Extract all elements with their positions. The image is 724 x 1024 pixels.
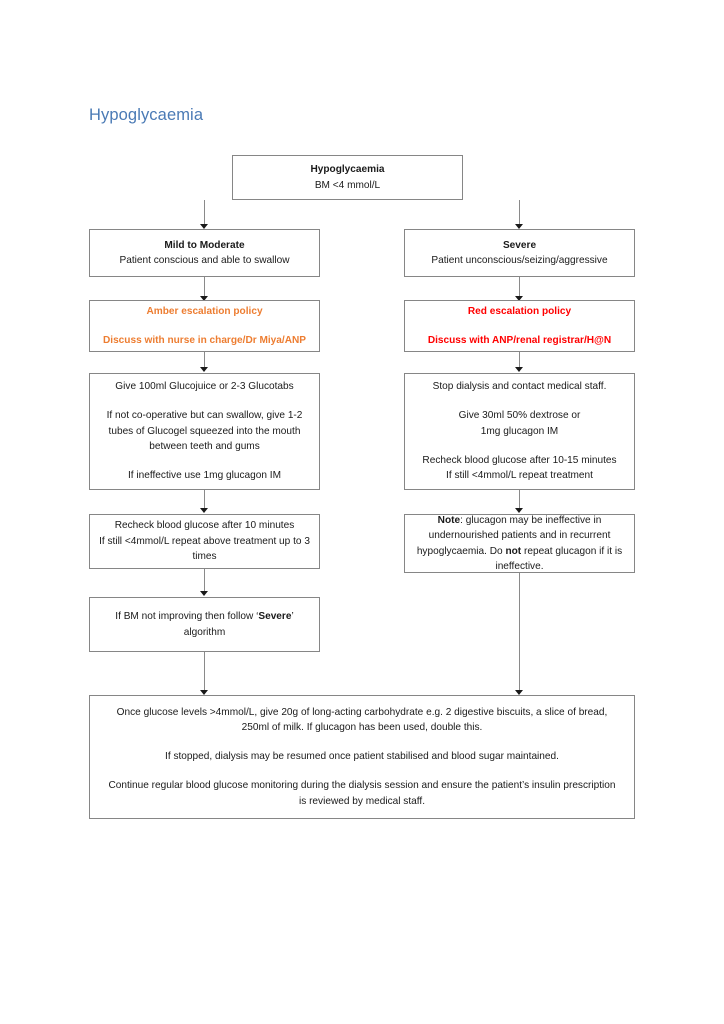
node-start-subtext: BM <4 mmol/L <box>314 179 381 191</box>
arrowhead-start-to-right <box>515 224 523 229</box>
arrowhead-right-note-to-final <box>515 690 523 695</box>
node-right-note-bold: not <box>505 545 522 557</box>
node-right-treatment-line2a: Give 30ml 50% dextrose or <box>458 410 581 422</box>
arrowhead-right-escalation-to-treatment <box>515 367 523 372</box>
node-left-header-heading: Mild to Moderate <box>164 239 245 251</box>
node-left-header: Mild to Moderate Patient conscious and a… <box>89 229 320 277</box>
arrowhead-left-header-to-escalation <box>200 296 208 301</box>
node-left-escalation-line2: Discuss with nurse in charge/Dr Miya/ANP <box>102 334 307 346</box>
node-right-treatment-line3a: Recheck blood glucose after 10-15 minute… <box>422 454 617 466</box>
arrowhead-left-treatment-to-recheck <box>200 508 208 513</box>
node-start-heading: Hypoglycaemia <box>310 164 385 176</box>
arrowhead-right-header-to-escalation <box>515 296 523 301</box>
node-left-escalation-line1: Amber escalation policy <box>146 305 263 317</box>
node-left-treatment: Give 100ml Glucojuice or 2-3 Glucotabs I… <box>89 373 320 490</box>
node-final: Once glucose levels >4mmol/L, give 20g o… <box>89 695 635 819</box>
node-right-header-heading: Severe <box>502 239 537 251</box>
arrowhead-right-treatment-to-note <box>515 508 523 513</box>
node-left-escalation: Amber escalation policy Discuss with nur… <box>89 300 320 352</box>
node-right-note-label: Note <box>437 514 461 526</box>
node-left-recheck: Recheck blood glucose after 10 minutes I… <box>89 514 320 569</box>
node-right-header: Severe Patient unconscious/seizing/aggre… <box>404 229 635 277</box>
node-right-note-part2: repeat glucagon if it is ineffective. <box>495 545 623 572</box>
node-left-fallback-text: If BM not improving then follow ‘Severe’… <box>97 609 312 640</box>
node-final-paragraph2: If stopped, dialysis may be resumed once… <box>165 751 559 763</box>
node-right-escalation: Red escalation policy Discuss with ANP/r… <box>404 300 635 352</box>
node-left-treatment-line1: Give 100ml Glucojuice or 2-3 Glucotabs <box>115 381 294 393</box>
node-left-recheck-line1: Recheck blood glucose after 10 minutes <box>114 520 295 532</box>
arrowhead-start-to-left <box>200 224 208 229</box>
node-final-paragraph3: Continue regular blood glucose monitorin… <box>108 780 616 807</box>
node-left-fallback-bold: Severe <box>258 611 292 623</box>
node-left-treatment-line3: If ineffective use 1mg glucagon IM <box>128 470 281 482</box>
node-left-fallback: If BM not improving then follow ‘Severe’… <box>89 597 320 652</box>
node-left-fallback-suffix: ’ algorithm <box>183 611 294 638</box>
connector-start-to-right <box>519 200 520 226</box>
page-title: Hypoglycaemia <box>89 106 204 124</box>
node-right-treatment: Stop dialysis and contact medical staff.… <box>404 373 635 490</box>
node-right-treatment-line1: Stop dialysis and contact medical staff. <box>432 381 607 393</box>
node-start: Hypoglycaemia BM <4 mmol/L <box>232 155 463 200</box>
node-left-recheck-line2: If still <4mmol/L repeat above treatment… <box>99 535 310 563</box>
node-final-paragraph1: Once glucose levels >4mmol/L, give 20g o… <box>116 706 608 734</box>
node-right-header-subtext: Patient unconscious/seizing/aggressive <box>431 255 608 266</box>
connector-left-header-to-escalation <box>204 277 205 298</box>
node-right-treatment-line3b: If still <4mmol/L repeat treatment <box>446 470 593 482</box>
node-left-fallback-prefix: If BM not improving then follow ‘ <box>115 611 259 623</box>
node-left-treatment-line2: If not co-operative but can swallow, giv… <box>106 410 303 453</box>
node-right-note-text: Note: glucagon may be ineffective in und… <box>412 513 627 575</box>
arrowhead-left-fallback-to-final <box>200 690 208 695</box>
connector-right-treatment-to-note <box>519 490 520 510</box>
connector-left-escalation-to-treatment <box>204 352 205 370</box>
arrowhead-left-escalation-to-treatment <box>200 367 208 372</box>
node-left-header-subtext: Patient conscious and able to swallow <box>119 255 290 266</box>
node-right-escalation-line1: Red escalation policy <box>467 305 572 317</box>
connector-left-treatment-to-recheck <box>204 490 205 510</box>
node-right-note-part1: : glucagon may be ineffective in underno… <box>416 514 611 557</box>
connector-start-horizontal-left <box>204 200 205 201</box>
node-right-treatment-line2b: 1mg glucagon IM <box>480 425 559 437</box>
connector-right-header-to-escalation <box>519 277 520 298</box>
node-right-note: Note: glucagon may be ineffective in und… <box>404 514 635 573</box>
connector-right-escalation-to-treatment <box>519 352 520 370</box>
connector-right-note-to-final <box>519 573 520 692</box>
arrowhead-left-recheck-to-fallback <box>200 591 208 596</box>
connector-left-recheck-to-fallback <box>204 569 205 593</box>
connector-left-fallback-to-final <box>204 652 205 692</box>
connector-start-to-left <box>204 200 205 226</box>
node-right-escalation-line2: Discuss with ANP/renal registrar/H@N <box>427 334 612 346</box>
